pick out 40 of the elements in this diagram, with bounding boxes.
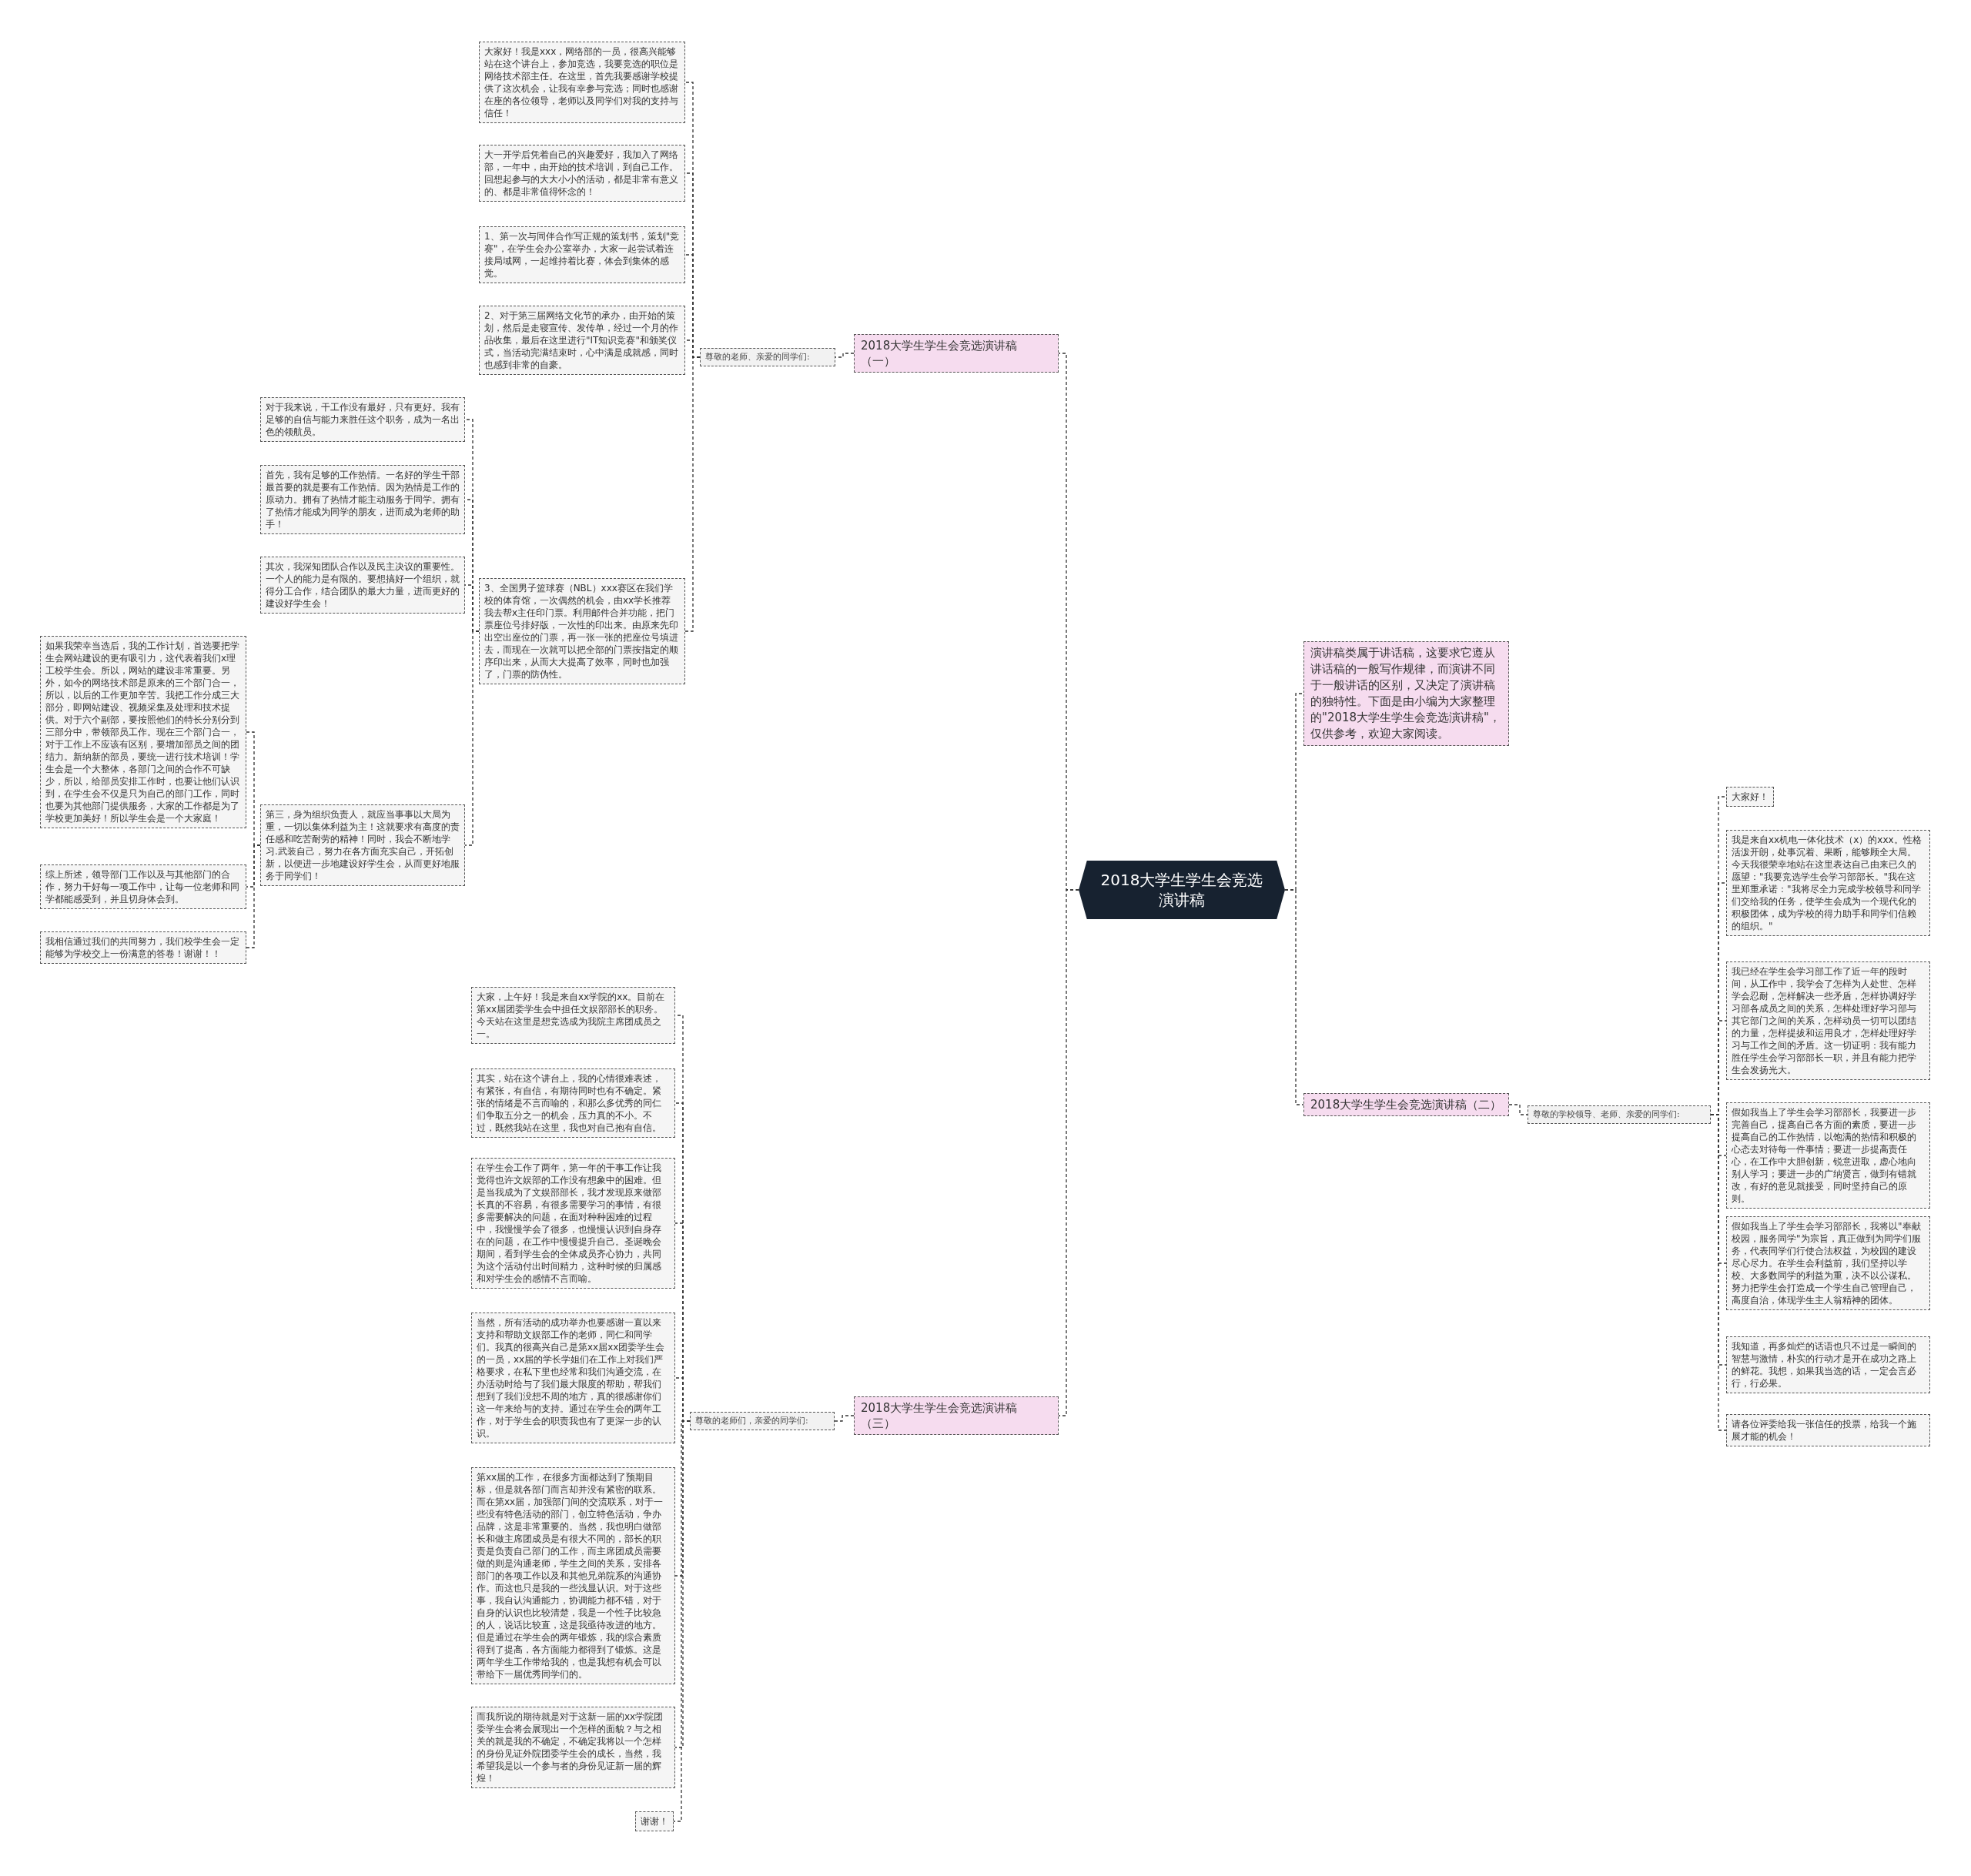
text-card: 在学生会工作了两年，第一年的干事工作让我觉得也许文娱部的工作没有想象中的困难。但是当我成为了文娱部部长，我才发现原来做部长真的不容易，有很多需要学习的事情，有很多需要解决的问题，在面对种种困难的过程中，我慢慢学会了很多，也慢慢认识到自身存在的问题，在工作中慢慢提升自己。圣诞晚会期间，看到学生会的全体成员齐心协力，共同为这个活动付出时间精力，这种时候的归属感和对学生会的感情不言而喻。 bbox=[471, 1158, 675, 1289]
greeting-label: 尊敬的老师、亲爱的同学们: bbox=[700, 348, 835, 366]
text-card: 而我所说的期待就是对于这新一届的xx学院团委学生会将会展现出一个怎样的面貌？与之相关的就是我的不确定，不确定我将以一个怎样的身份见证外院团委学生会的成长，当然，我希望我是以一个参与者的身份见证新一届的辉煌！ bbox=[471, 1707, 675, 1788]
text-card: 假如我当上了学生会学习部部长，我将以"奉献校园，服务同学"为宗旨，真正做到为同学们服务，代表同学们行使合法权益，为校园的建设尽心尽力。在学生会利益前，我们坚持以学校、大多数同学的利益为重，决不以公谋私。努力把学生会打造成一个学生自己管理自己，高度自治，体现学生主人翁精神的团体。 bbox=[1726, 1216, 1930, 1310]
text-card: 谢谢！ bbox=[635, 1811, 674, 1831]
text-card: 其次，我深知团队合作以及民主决议的重要性。一个人的能力是有限的。要想搞好一个组织，就得分工合作，结合团队的最大力量，进而更好的建设好学生会！ bbox=[260, 557, 465, 614]
text-card: 大家好！ bbox=[1726, 787, 1774, 807]
connector-line bbox=[246, 844, 261, 948]
topic-box: 2018大学生学生会竞选演讲稿（三） bbox=[854, 1396, 1059, 1435]
intro-card: 演讲稿类属于讲话稿，这要求它遵从讲话稿的一般写作规律，而演讲不同于一般讲话的区别，又决定了演讲稿的独特性。下面是由小编为大家整理的"2018大学生学生会竞选演讲稿"，仅供参考，欢迎大家阅读。 bbox=[1303, 641, 1509, 746]
text-card: 2、对于第三届网络文化节的承办，由开始的策划，然后是走寝宣传、发传单，经过一个月的作品收集，最后在这里进行"IT知识竞赛"和颁奖仪式，当活动完满结束时，心中满是成就感，同时也感到非常的自豪。 bbox=[479, 306, 685, 375]
text-card: 当然，所有活动的成功举办也要感谢一直以来支持和帮助文娱部工作的老师，同仁和同学们。我真的很高兴自己是第xx届xx团委学生会的一员，xx届的学长学姐们在工作上对我们严格要求，在私下里也经常和我们沟通交流，在办活动时给与了我们最大限度的帮助，帮我们想到了我们没想不周的地方，真的很感谢你们这一年来给与的支持。通过在学生会的两年工作，对于学生会的职责我也有了更深一步的认识。 bbox=[471, 1313, 675, 1443]
central-topic: 2018大学生学生会竞选演讲稿 bbox=[1079, 861, 1285, 919]
topic-box: 2018大学生学生会竞选演讲稿（一） bbox=[854, 334, 1059, 373]
text-card: 1、第一次与同伴合作写正规的策划书，策划"竞赛"，在学生会办公室举办，大家一起尝试着连接局域网，一起维持着比赛，体会到集体的感觉。 bbox=[479, 226, 685, 283]
text-card: 3、全国男子篮球赛（NBL）xxx赛区在我们学校的体育馆，一次偶然的机会，由xx学长推荐我去帮x主任印门票。利用邮件合并功能，把门票座位号排好版，一次性的印出来。由原来先印出空出座位的门票，再一张一张的把座位号填进去，而现在一次就可以把全部的门票按指定的顺序印出来，从而大大提高了效率，同时也加强了，门票的防伪性。 bbox=[479, 578, 685, 684]
text-card: 综上所述，领导部门工作以及与其他部门的合作，努力干好每一项工作中，让每一位老师和同学都能感受到，并且切身体会到。 bbox=[40, 864, 246, 909]
connector-line bbox=[1284, 889, 1304, 1105]
greeting-label: 尊敬的老师们，亲爱的同学们: bbox=[690, 1412, 835, 1430]
text-card: 我知道，再多灿烂的话语也只不过是一瞬间的智慧与激情，朴实的行动才是开在成功之路上的鲜花。我想，如果我当选的话，一定会言必行，行必果。 bbox=[1726, 1336, 1930, 1393]
text-card: 大一开学后凭着自己的兴趣爱好，我加入了网络部，一年中，由开始的技术培训，到自己工作。回想起参与的大大小小的活动，都是非常有意义的、都是非常值得怀念的！ bbox=[479, 145, 685, 202]
connector-line bbox=[1508, 1104, 1528, 1115]
connector-line bbox=[1058, 889, 1079, 1416]
connector-line bbox=[464, 630, 480, 846]
greeting-label: 尊敬的学校领导、老师、亲爱的同学们: bbox=[1528, 1105, 1711, 1124]
text-card: 请各位评委给我一张信任的投票，给我一个施展才能的机会！ bbox=[1726, 1414, 1930, 1446]
text-card: 大家好！我是xxx，网络部的一员，很高兴能够站在这个讲台上，参加竞选，我要竞选的职位是网络技术部主任。在这里，首先我要感谢学校提供了这次机会，让我有幸参与竞选；同时也感谢在座的各位领导，老师以及同学们对我的支持与信任！ bbox=[479, 42, 685, 123]
text-card: 首先，我有足够的工作热情。一名好的学生干部最首要的就是要有工作热情。因为热情是工作的原动力。拥有了热情才能主动服务于同学。拥有了热情才能成为同学的朋友，进而成为老师的助手！ bbox=[260, 465, 465, 534]
text-card: 我相信通过我们的共同努力，我们校学生会一定能够为学校交上一份满意的答卷！谢谢！！ bbox=[40, 931, 246, 964]
text-card: 其实，站在这个讲台上，我的心情很难表述，有紧张，有自信，有期待同时也有不确定。紧张的情绪是不言而喻的，和那么多优秀的同仁们争取五分之一的机会，压力真的不小。不过，既然我站在这里，我也对自己抱有自信。 bbox=[471, 1068, 675, 1138]
text-card: 我已经在学生会学习部工作了近一年的段时间，从工作中，我学会了怎样为人处世、怎样学会忍耐，怎样解决一些矛盾，怎样协调好学习部各成员之间的关系，怎样处理好学习部与其它部门之间的关系，怎样动员一切可以团结的力量，怎样提拔和运用良才，怎样处理好学习与工作之间的矛盾。这一切证明：我有能力胜任学生会学习部部长一职，并且有能力把学生会发扬光大。 bbox=[1726, 961, 1930, 1080]
text-card: 大家，上午好！我是来自xx学院的xx。目前在第xx届团委学生会中担任文娱部部长的职务。今天站在这里是想竞选成为我院主席团成员之一。 bbox=[471, 987, 675, 1044]
text-card: 第三，身为组织负责人，就应当事事以大局为重，一切以集体利益为主！这就要求有高度的责任感和吃苦耐劳的精神！同时，我会不断地学习.武装自己，努力在各方面充实自己，开拓创新，以便进一步地建设好学生会，从而更好地服务于同学们！ bbox=[260, 804, 465, 886]
topic-box: 2018大学生学生会竞选演讲稿（二） bbox=[1303, 1093, 1509, 1116]
text-card: 如果我荣幸当选后，我的工作计划，首选要把学生会网站建设的更有吸引力，这代表着我们x理工校学生会。所以，网站的建设非常重要。另外，如今的网络技术部是原来的三个部门合一，所以，以后的工作更加辛苦。我把工作分成三大部分，即网站建设、视频采集及处理和技术提供。对于六个副部，要按照他们的特长分别分到三部分中，带领部员工作。现在三个部门合一，对于工作上不应该有区别，要增加部员之间的团结力。新纳新的部员，要统一进行技术培训！学生会是一个大整体，各部门之间的合作不可缺少，所以，给部员安排工作时，也要让他们认识到，在学生会不仅是只为自己的部门工作，同时也要为其他部门提供服务，大家的工作都是为了学校更加美好！所以学生会是一个大家庭！ bbox=[40, 636, 246, 828]
text-card: 第xx届的工作，在很多方面都达到了预期目标，但是就各部门而言却并没有紧密的联系。而在第xx届，加强部门间的交流联系，对于一些没有特色活动的部门，创立特色活动，争办品牌，这是非常重要的。当然，我也明白做部长和做主席团成员是有很大不同的，部长的职责是负责自己部门的工作，而主席团成员需要做的则是沟通老师，学生之间的关系，安排各部门的各项工作以及和其他兄弟院系的沟通协作。而这也只是我的一些浅显认识。对于这些事，我自认沟通能力，协调能力都不错，对于自身的认识也比较清楚，我是一个性子比较急的人，说话比较直，这是我亟待改进的地方。但是通过在学生会的两年锻炼，我的综合素质得到了提高，各方面能力都得到了锻炼。这是两年学生工作带给我的，也是我想有机会可以带给下一届优秀同学们的。 bbox=[471, 1467, 675, 1684]
text-card: 假如我当上了学生会学习部部长，我要进一步完善自己，提高自己各方面的素质，要进一步提高自己的工作热情，以饱满的热情和积极的心态去对待每一件事情；要进一步提高责任心，在工作中大胆创新，锐意进取，虚心地向别人学习；要进一步的广纳贤言，做到有错就改，有好的意见就接受，同时坚持自己的原则。 bbox=[1726, 1102, 1930, 1209]
text-card: 我是来自xx机电一体化技术（x）的xxx。性格活泼开朗，处事沉着、果断，能够顾全大局。今天我很荣幸地站在这里表达自己由来已久的愿望："我要竞选学生会学习部部长。"我在这里郑重承诺："我将尽全力完成学校领导和同学们交给我的任务，使学生会成为一个现代化的积极团体，成为学校的得力助手和同学们信赖的组织。" bbox=[1726, 830, 1930, 936]
connector-line bbox=[834, 1415, 855, 1422]
text-card: 对于我来说，干工作没有最好，只有更好。我有足够的自信与能力来胜任这个职务，成为一名出色的领航员。 bbox=[260, 397, 465, 442]
